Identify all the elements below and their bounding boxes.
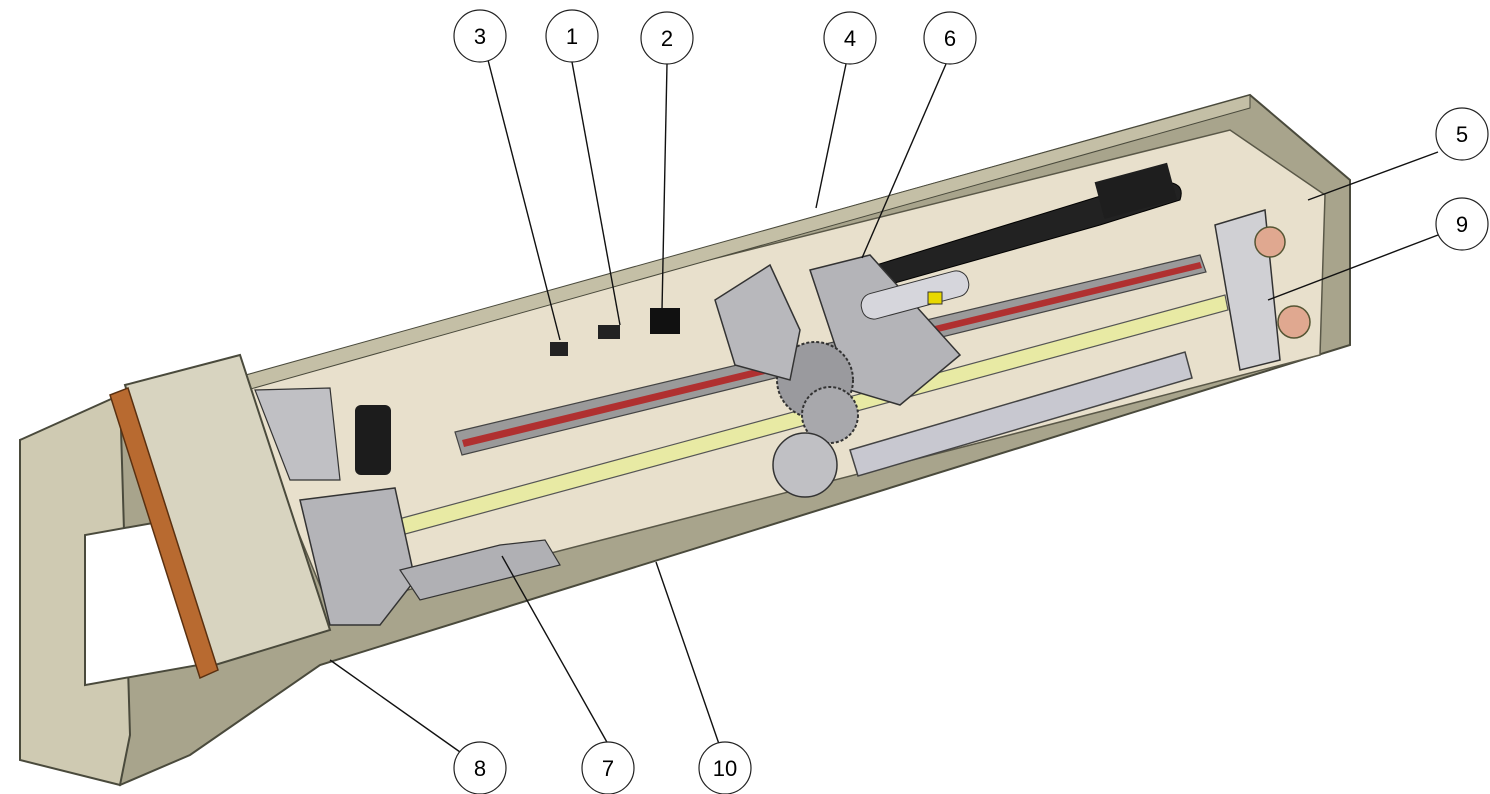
gear-bracket: [714, 263, 801, 381]
leader-10: [655, 561, 720, 745]
upper-left-bracket: [254, 387, 341, 481]
callout-label-8: 8: [474, 756, 486, 781]
callout-9: 9: [1435, 197, 1489, 251]
small-cylinder: [860, 270, 970, 320]
leader-9: [1267, 234, 1439, 301]
callout-10: 10: [698, 741, 752, 794]
callout-label-2: 2: [661, 26, 673, 51]
black-valve: [355, 405, 391, 475]
callout-8: 8: [453, 741, 507, 794]
left-end-flange: [19, 393, 132, 787]
leader-2: [661, 63, 668, 311]
callout-label-5: 5: [1456, 122, 1468, 147]
cam-plate: [772, 432, 838, 498]
callout-label-3: 3: [474, 24, 486, 49]
callout-2: 2: [640, 11, 694, 65]
leader-8: [329, 659, 461, 753]
knob-top: [1254, 226, 1286, 258]
cable-chain-end: [1094, 162, 1177, 219]
leader-5: [1307, 151, 1439, 201]
gear-secondary: [801, 386, 859, 444]
callout-label-9: 9: [1456, 212, 1468, 237]
callout-label-7: 7: [602, 756, 614, 781]
callout-label-4: 4: [844, 26, 856, 51]
gear-assembly: [714, 263, 859, 498]
leader-1: [571, 61, 621, 326]
callout-7: 7: [581, 741, 635, 794]
callout-label-10: 10: [713, 756, 737, 781]
callout-6: 6: [923, 11, 977, 65]
leader-4: [815, 63, 847, 209]
knob-bottom: [1277, 305, 1311, 339]
wood-block: [109, 387, 219, 680]
cable-chain: [859, 162, 1182, 291]
small-fitting-3: [550, 342, 568, 356]
callout-label-6: 6: [944, 26, 956, 51]
left-bracket-plate: [299, 487, 416, 626]
leader-3: [487, 59, 561, 341]
callouts: 3 1 2 4 6 5 9 8: [329, 9, 1489, 794]
small-fitting-1: [598, 325, 620, 339]
callout-3: 3: [453, 9, 507, 63]
left-mechanism: [254, 308, 680, 626]
callout-label-1: 1: [566, 24, 578, 49]
leader-7: [501, 555, 609, 745]
callout-5: 5: [1435, 107, 1489, 161]
leader-6: [861, 63, 947, 259]
long-cylinder-body: [849, 351, 1193, 477]
callout-1: 1: [545, 9, 599, 63]
callout-4: 4: [823, 11, 877, 65]
right-end-bracket: [1214, 209, 1311, 371]
long-cylinder: [849, 351, 1193, 477]
small-fitting-2: [650, 308, 680, 334]
yellow-sensor: [927, 291, 943, 305]
left-cover: [109, 353, 332, 680]
lower-arm: [399, 539, 561, 601]
